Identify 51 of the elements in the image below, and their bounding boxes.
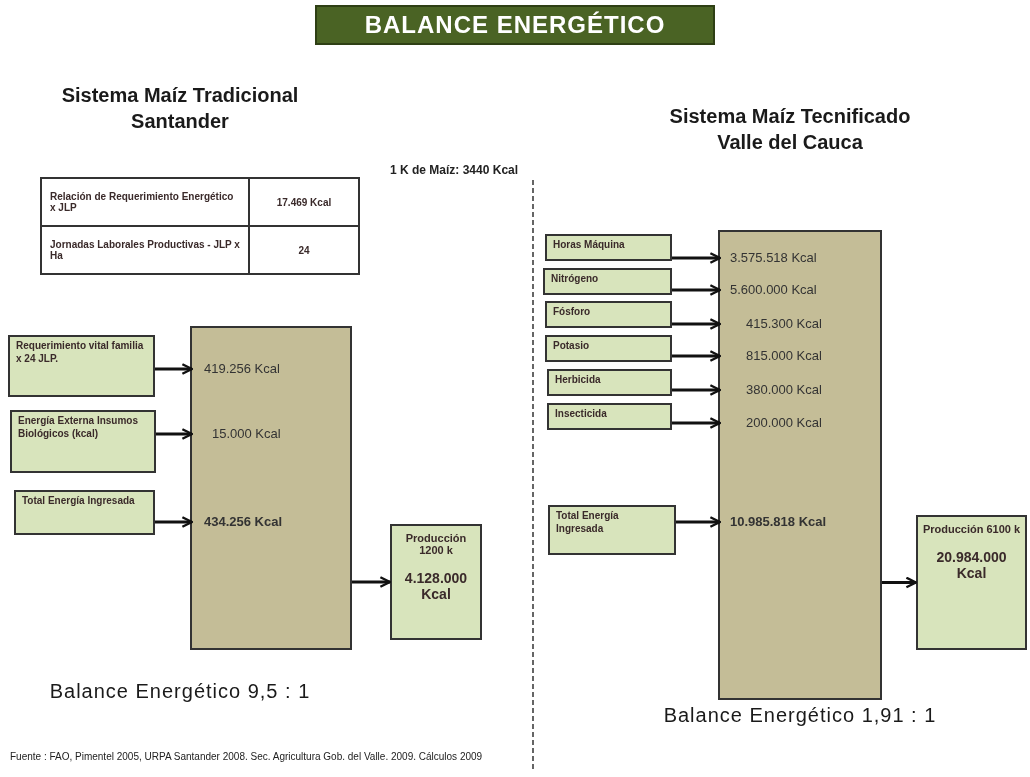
table-cell: 24 bbox=[249, 226, 359, 274]
input-box: Herbicida bbox=[547, 369, 672, 396]
conversion-note: 1 K de Maíz: 3440 Kcal bbox=[390, 163, 520, 177]
section-heading: Sistema Maíz Tradicional Santander bbox=[60, 83, 300, 134]
box-heading: Producción 1200 k bbox=[404, 532, 468, 556]
energy-box bbox=[718, 230, 882, 700]
input-box: Requerimiento vital familia x 24 JLP. bbox=[8, 335, 155, 397]
energy-value: 200.000 Kcal bbox=[720, 413, 860, 433]
input-box: Total Energía Ingresada bbox=[14, 490, 155, 535]
input-box: Potasio bbox=[545, 335, 672, 362]
input-box: Fósforo bbox=[545, 301, 672, 328]
energy-value: 380.000 Kcal bbox=[720, 380, 860, 400]
energy-value: 3.575.518 Kcal bbox=[720, 248, 860, 268]
arrow bbox=[672, 252, 722, 264]
arrow bbox=[676, 516, 722, 528]
energy-box bbox=[190, 326, 352, 650]
arrow bbox=[672, 350, 722, 362]
arrow bbox=[155, 363, 194, 375]
balance-ratio: Balance Energético 1,91 : 1 bbox=[662, 703, 938, 728]
table-cell: Relación de Requerimiento Energético x JLP bbox=[41, 178, 249, 226]
production-box bbox=[390, 524, 482, 640]
box-value: 4.128.000 Kcal bbox=[403, 570, 469, 602]
arrow bbox=[672, 318, 722, 330]
title-banner: BALANCE ENERGÉTICO bbox=[315, 5, 715, 45]
box-value: 20.984.000 Kcal bbox=[935, 549, 1008, 581]
input-box: Horas Máquina bbox=[545, 234, 672, 261]
energy-value: 15.000 Kcal bbox=[192, 423, 332, 445]
energy-value: 419.256 Kcal bbox=[192, 358, 332, 380]
table-cell: 17.469 Kcal bbox=[249, 178, 359, 226]
arrow bbox=[155, 516, 194, 528]
arrow bbox=[352, 576, 392, 588]
section-heading: Sistema Maíz Tecnificado Valle del Cauca bbox=[668, 104, 912, 155]
energy-value: 434.256 Kcal bbox=[192, 511, 342, 533]
table-cell: Jornadas Laborales Productivas - JLP x Ha bbox=[41, 226, 249, 274]
input-box: Total Energía Ingresada bbox=[548, 505, 676, 555]
input-box: Energía Externa Insumos Biológicos (kcal) bbox=[10, 410, 156, 473]
input-box: Insecticida bbox=[547, 403, 672, 430]
input-box: Nitrógeno bbox=[543, 268, 672, 295]
energy-value: 415.300 Kcal bbox=[720, 314, 860, 334]
energy-value: 5.600.000 Kcal bbox=[720, 280, 860, 300]
arrow bbox=[156, 428, 194, 440]
arrow bbox=[672, 384, 722, 396]
production-box bbox=[916, 515, 1027, 650]
arrow bbox=[882, 576, 918, 589]
arrow bbox=[672, 417, 722, 429]
source-note: Fuente : FAO, Pimentel 2005, URPA Santander 2008. Sec. Agricultura Gob. del Valle. 2009. Cálculos 2009 bbox=[10, 751, 483, 762]
energy-value: 815.000 Kcal bbox=[720, 346, 860, 366]
balance-ratio: Balance Energético 9,5 : 1 bbox=[48, 679, 312, 704]
box-heading: Producción 6100 k bbox=[922, 523, 1021, 535]
arrow bbox=[672, 284, 722, 296]
energy-value: 10.985.818 Kcal bbox=[720, 511, 870, 533]
